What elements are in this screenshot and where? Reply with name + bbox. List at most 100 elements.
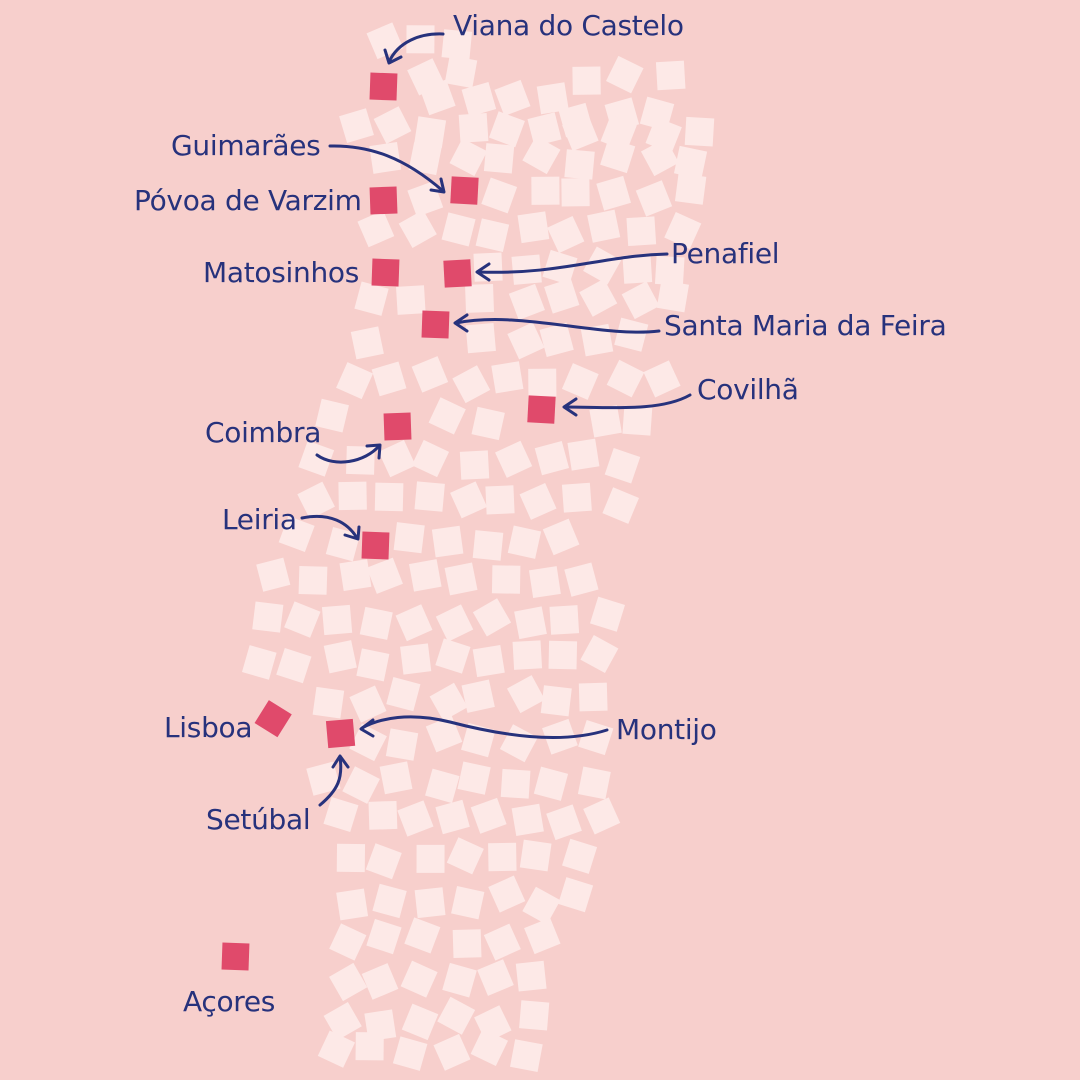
map-tile	[580, 635, 619, 674]
map-tile	[621, 281, 660, 320]
map-tile	[528, 566, 561, 598]
marker-coimbra[interactable]	[383, 412, 412, 441]
map-tile	[409, 559, 442, 592]
map-tile	[411, 356, 449, 393]
marker-montijo-setubal[interactable]	[325, 718, 356, 749]
map-tile	[323, 1001, 362, 1041]
map-tile	[298, 440, 335, 477]
map-tile	[435, 799, 470, 835]
map-tile	[452, 929, 482, 959]
map-tile	[515, 960, 547, 992]
map-tile	[356, 648, 390, 682]
map-tile	[561, 363, 599, 400]
map-tile	[371, 361, 407, 397]
map-tile	[368, 800, 398, 830]
map-tile	[278, 516, 315, 553]
map-tile	[578, 682, 608, 712]
label-povoa-de-varzim: Póvoa de Varzim	[134, 184, 362, 217]
map-tile	[472, 530, 504, 561]
map-tile	[317, 1030, 356, 1068]
map-tile	[355, 1032, 384, 1061]
label-viana-do-castelo: Viana do Castelo	[453, 9, 684, 42]
arrow-penafiel	[475, 252, 669, 282]
map-tile	[451, 886, 485, 920]
marker-viana-do-castelo[interactable]	[369, 72, 398, 101]
map-tile	[329, 962, 368, 1002]
map-tile	[507, 525, 542, 559]
map-tile	[524, 917, 561, 955]
label-santa-maria-da-feira: Santa Maria da Feira	[664, 309, 947, 342]
map-tile	[470, 797, 507, 834]
map-tile	[547, 215, 585, 254]
map-tile	[472, 598, 512, 637]
map-tile	[562, 838, 598, 874]
map-tile	[522, 886, 561, 925]
map-tile	[534, 440, 570, 476]
map-tile	[433, 1033, 471, 1071]
map-tile	[437, 996, 476, 1035]
map-tile	[442, 962, 477, 998]
map-tile	[400, 960, 438, 998]
map-tile	[411, 439, 450, 478]
marker-acores[interactable]	[221, 942, 250, 971]
map-tile	[359, 606, 393, 640]
map-tile	[386, 677, 421, 712]
map-tile	[284, 601, 321, 638]
map-tile	[339, 108, 374, 144]
label-guimaraes: Guimarães	[171, 129, 321, 162]
map-tile	[495, 440, 533, 478]
map-tile	[339, 559, 372, 592]
map-tile	[567, 438, 600, 471]
map-tile	[507, 322, 545, 360]
map-tile	[626, 216, 657, 247]
map-tile	[536, 82, 569, 115]
map-tile	[385, 728, 419, 761]
map-tile	[656, 280, 690, 313]
map-tile	[558, 877, 594, 913]
marker-penafiel[interactable]	[443, 259, 472, 288]
label-coimbra: Coimbra	[205, 416, 322, 449]
map-tile	[298, 565, 328, 595]
map-tile	[485, 485, 515, 515]
map-tile	[517, 211, 550, 244]
map-tile	[596, 175, 631, 211]
map-tile	[488, 875, 526, 913]
map-tile	[622, 405, 653, 436]
map-tile	[312, 686, 345, 719]
arrow-santa-maria-da-feira	[453, 313, 661, 334]
marker-leiria[interactable]	[361, 531, 390, 560]
marker-santa-maria-da-feira[interactable]	[421, 310, 450, 339]
map-tile	[406, 25, 435, 54]
arrow-viana-do-castelo	[383, 32, 445, 65]
map-tile	[374, 482, 404, 512]
marker-lisboa[interactable]	[254, 700, 292, 738]
marker-covilha[interactable]	[527, 395, 556, 424]
map-tile	[494, 79, 531, 117]
label-matosinhos: Matosinhos	[203, 256, 360, 289]
map-tile	[506, 675, 545, 714]
map-tile	[429, 682, 468, 721]
map-tile	[508, 283, 545, 320]
map-tile	[369, 141, 402, 174]
map-tile	[252, 601, 284, 633]
map-tile	[366, 557, 403, 594]
marker-guimaraes[interactable]	[450, 176, 479, 205]
marker-matosinhos[interactable]	[371, 258, 400, 287]
label-montijo: Montijo	[616, 713, 717, 746]
map-tile	[684, 116, 715, 147]
map-tile	[519, 1000, 550, 1031]
map-tile	[583, 797, 621, 835]
map-tile	[297, 481, 335, 520]
map-tile	[674, 173, 707, 205]
map-tile	[561, 178, 590, 207]
map-tile	[654, 255, 685, 286]
map-tile	[511, 254, 542, 285]
map-tile	[614, 317, 649, 352]
marker-povoa-de-varzim[interactable]	[369, 186, 398, 215]
map-tile	[435, 638, 471, 674]
map-tile	[461, 679, 495, 713]
map-tile	[475, 218, 510, 252]
map-tile	[580, 323, 614, 357]
map-tile	[336, 362, 374, 400]
map-tile	[435, 604, 474, 642]
